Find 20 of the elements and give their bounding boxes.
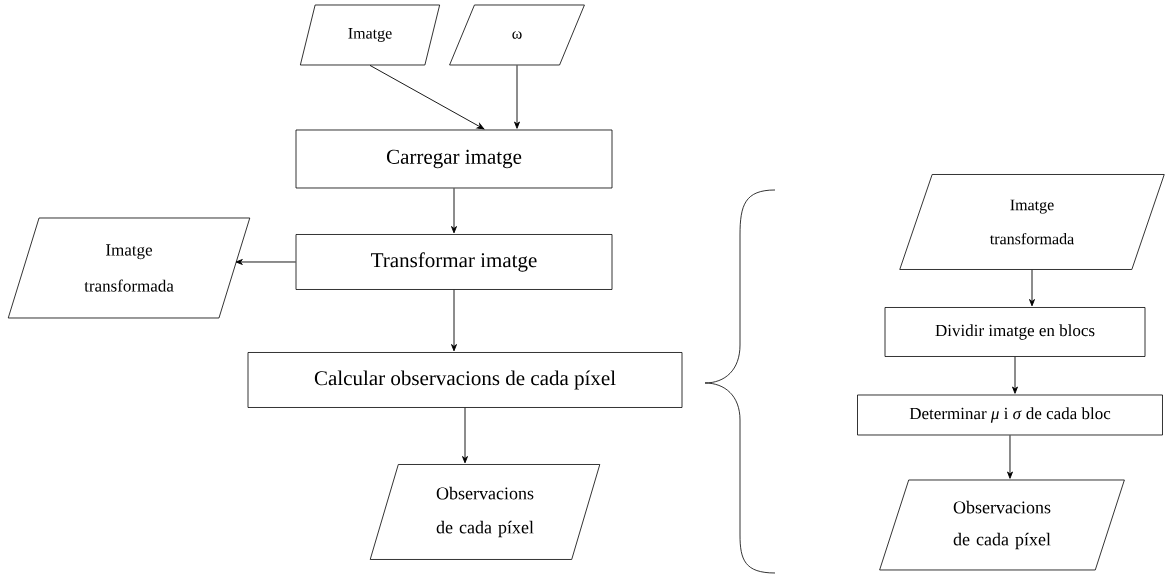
arrow <box>235 259 297 265</box>
data-parallelogram: Imatge <box>299 4 441 66</box>
process-box: Determinar μ i σ de cada bloc <box>857 394 1163 436</box>
data-parallelogram: ω <box>449 4 585 66</box>
process-box: Calcular observacions de cada píxel <box>247 352 683 408</box>
data-parallelogram: Imatge transformada <box>7 217 251 319</box>
arrow <box>1007 434 1013 479</box>
arrow <box>1012 356 1018 394</box>
process-box: Transformar imatge <box>295 234 613 290</box>
arrow <box>451 187 457 234</box>
arrow <box>451 289 457 352</box>
data-parallelogram: Observacions de cada píxel <box>879 479 1125 571</box>
process-box: Carregar imatge <box>295 129 613 189</box>
arrow <box>369 64 485 130</box>
process-box: Dividir imatge en blocs <box>884 307 1146 357</box>
arrow <box>462 407 468 464</box>
arrow <box>1029 269 1035 307</box>
data-parallelogram: Imatge transformada <box>899 174 1165 270</box>
data-parallelogram: Observacions de cada píxel <box>369 464 601 560</box>
arrow <box>514 64 520 129</box>
